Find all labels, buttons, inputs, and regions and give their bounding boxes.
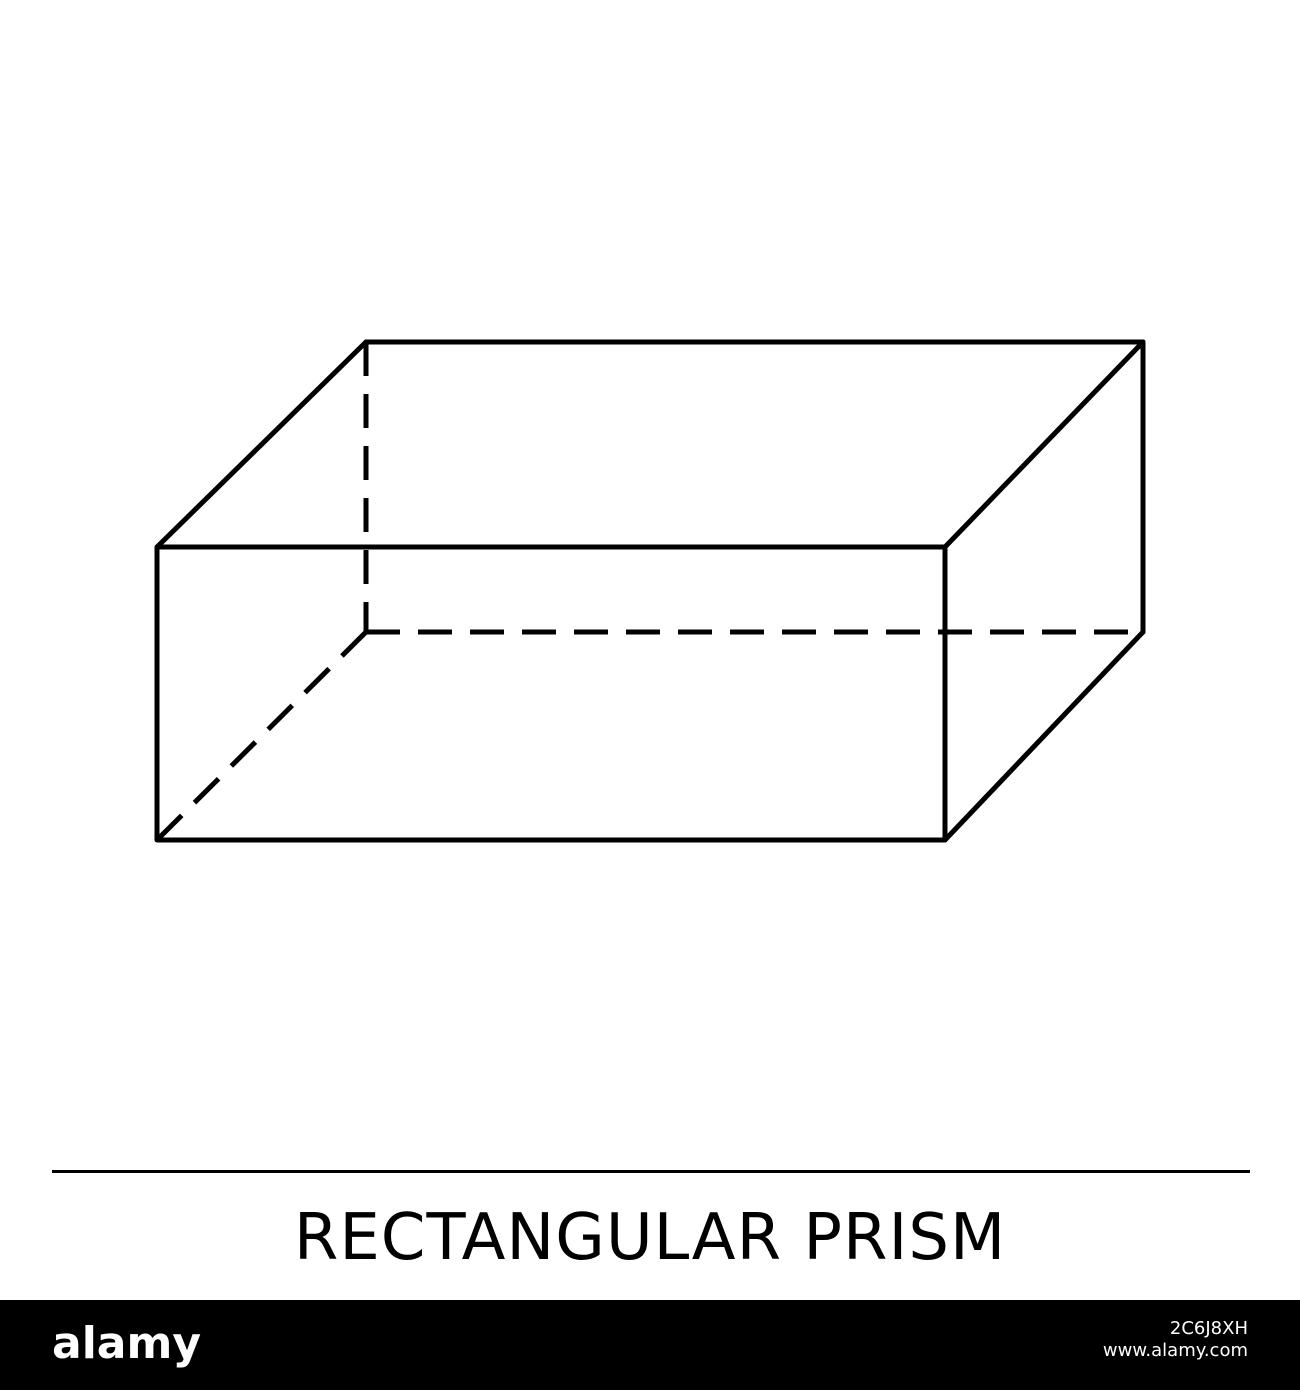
rectangular-prism-diagram — [154, 339, 1146, 843]
front-face — [154, 544, 948, 843]
bottom-right-edge — [942, 629, 1146, 843]
site-url: www.alamy.com — [1102, 1340, 1248, 1361]
alamy-logo: alamy — [52, 1318, 201, 1369]
top-right-edge — [942, 339, 1146, 550]
caption-divider — [52, 1170, 1250, 1173]
hidden-bottom-left-edge — [155, 630, 368, 842]
image-id: 2C6J8XH — [1169, 1318, 1248, 1339]
image-credit: 2C6J8XH www.alamy.com — [1103, 1318, 1248, 1362]
top-left-edge — [154, 339, 369, 550]
watermark-footer: alamy 2C6J8XH www.alamy.com — [0, 1300, 1300, 1390]
caption-title: RECTANGULAR PRISM — [293, 1201, 1007, 1275]
